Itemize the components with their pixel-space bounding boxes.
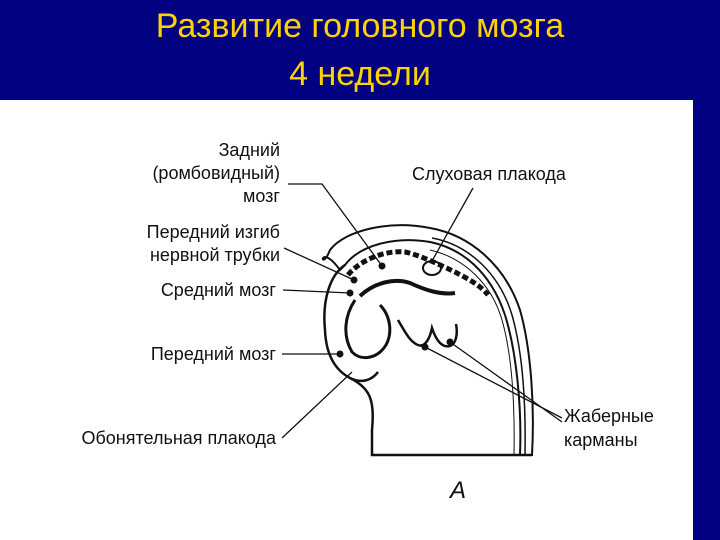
embryo-figure: Задний (ромбовидный) мозг Передний изгиб… (0, 100, 693, 540)
panel-letter: А (448, 477, 466, 504)
label-olfactory-placode: Обонятельная плакода (81, 428, 277, 448)
label-hindbrain-2: (ромбовидный) (152, 163, 280, 183)
leader-midbrain (283, 290, 350, 293)
embryo-ventral-outline (350, 378, 532, 455)
slide-title: Развитие головного мозга (0, 6, 720, 46)
embryo-back-outline (324, 265, 378, 381)
leader-neural-bend (284, 248, 354, 280)
label-hindbrain-1: Задний (219, 140, 280, 160)
leader-hindbrain (288, 184, 382, 266)
label-auditory-placode: Слуховая плакода (412, 164, 567, 184)
label-midbrain: Средний мозг (161, 280, 277, 300)
forebrain-vesicle (346, 300, 390, 358)
slide-subtitle: 4 недели (0, 54, 720, 94)
midbrain-flexure (360, 281, 455, 296)
embryo-diagram: Задний (ромбовидный) мозг Передний изгиб… (0, 100, 693, 540)
leader-gill-2 (450, 342, 562, 422)
label-neural-bend-2: нервной трубки (150, 245, 280, 265)
label-hindbrain-3: мозг (243, 186, 280, 206)
leader-olfactory (282, 372, 352, 438)
label-gill-2: карманы (564, 430, 638, 450)
label-neural-bend-1: Передний изгиб (147, 222, 280, 242)
title-band: Развитие головного мозга 4 недели (0, 0, 720, 100)
label-gill-1: Жаберные (564, 406, 654, 426)
right-border-strip (693, 100, 720, 540)
label-forebrain: Передний мозг (151, 344, 277, 364)
